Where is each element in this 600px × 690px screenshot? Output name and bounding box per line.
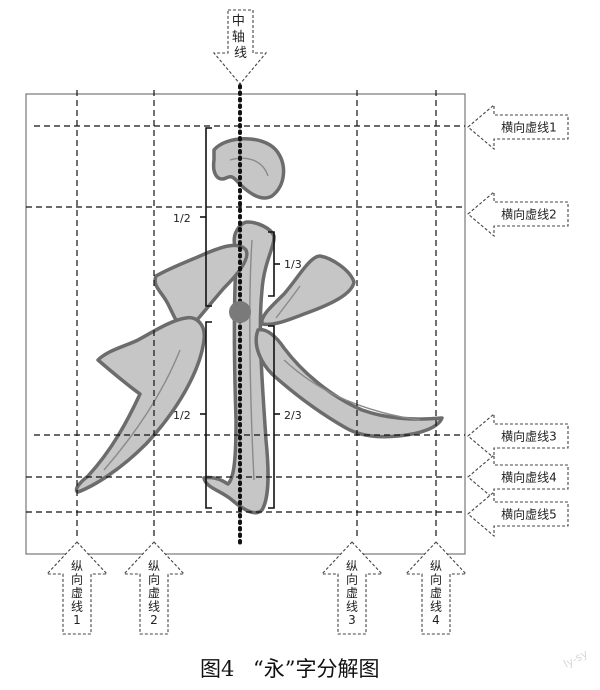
stroke-inner-guides xyxy=(103,157,421,481)
horizontal-line-label-3: 横向虚线3 xyxy=(501,429,557,444)
figure-number: 图4 xyxy=(200,657,234,681)
horizontal-line-label-4: 横向虚线4 xyxy=(501,470,557,485)
ratio-label-lower-right: 2/3 xyxy=(284,409,302,422)
vertical-guides xyxy=(76,90,437,540)
axis-label: 中 轴 线 xyxy=(232,14,249,61)
bracket-left-lower xyxy=(205,321,212,509)
horizontal-line-callout-3: 横向虚线3 xyxy=(467,412,569,460)
stroke-right-upper xyxy=(260,254,356,327)
ratio-label-lower-left: 1/2 xyxy=(173,409,191,422)
horizontal-line-callout-1: 横向虚线1 xyxy=(467,103,569,151)
horizontal-line-callout-4: 横向虚线4 xyxy=(467,453,569,501)
horizontal-line-label-5: 横向虚线5 xyxy=(501,507,557,522)
axis-label-arrow: 中 轴 线 xyxy=(212,9,268,85)
watermark: ly-sy xyxy=(561,647,590,671)
proportion-brackets xyxy=(200,127,280,509)
horizontal-line-callout-5: 横向虚线5 xyxy=(467,490,569,538)
center-dot xyxy=(229,301,251,323)
horizontal-line-callout-2: 横向虚线2 xyxy=(467,190,569,238)
ratio-label-upper-left: 1/2 xyxy=(173,212,191,225)
horizontal-line-label-1: 横向虚线1 xyxy=(501,120,557,135)
stroke-dot xyxy=(211,137,286,200)
stroke-right-falling xyxy=(254,327,444,439)
diagram-frame xyxy=(25,93,466,555)
stroke-left-turn xyxy=(153,243,249,334)
yong-character xyxy=(74,137,444,515)
stroke-left-falling xyxy=(74,315,206,494)
figure-caption: “永”字分解图 xyxy=(253,657,379,681)
ratio-label-upper-right: 1/3 xyxy=(284,258,302,271)
horizontal-line-callouts: 横向虚线1 横向虚线2 横向虚线3 横向虚线4 横向虚线5 xyxy=(467,103,569,538)
horizontal-guides xyxy=(26,125,465,513)
horizontal-line-label-2: 横向虚线2 xyxy=(501,207,557,222)
bracket-right-lower xyxy=(268,325,275,509)
